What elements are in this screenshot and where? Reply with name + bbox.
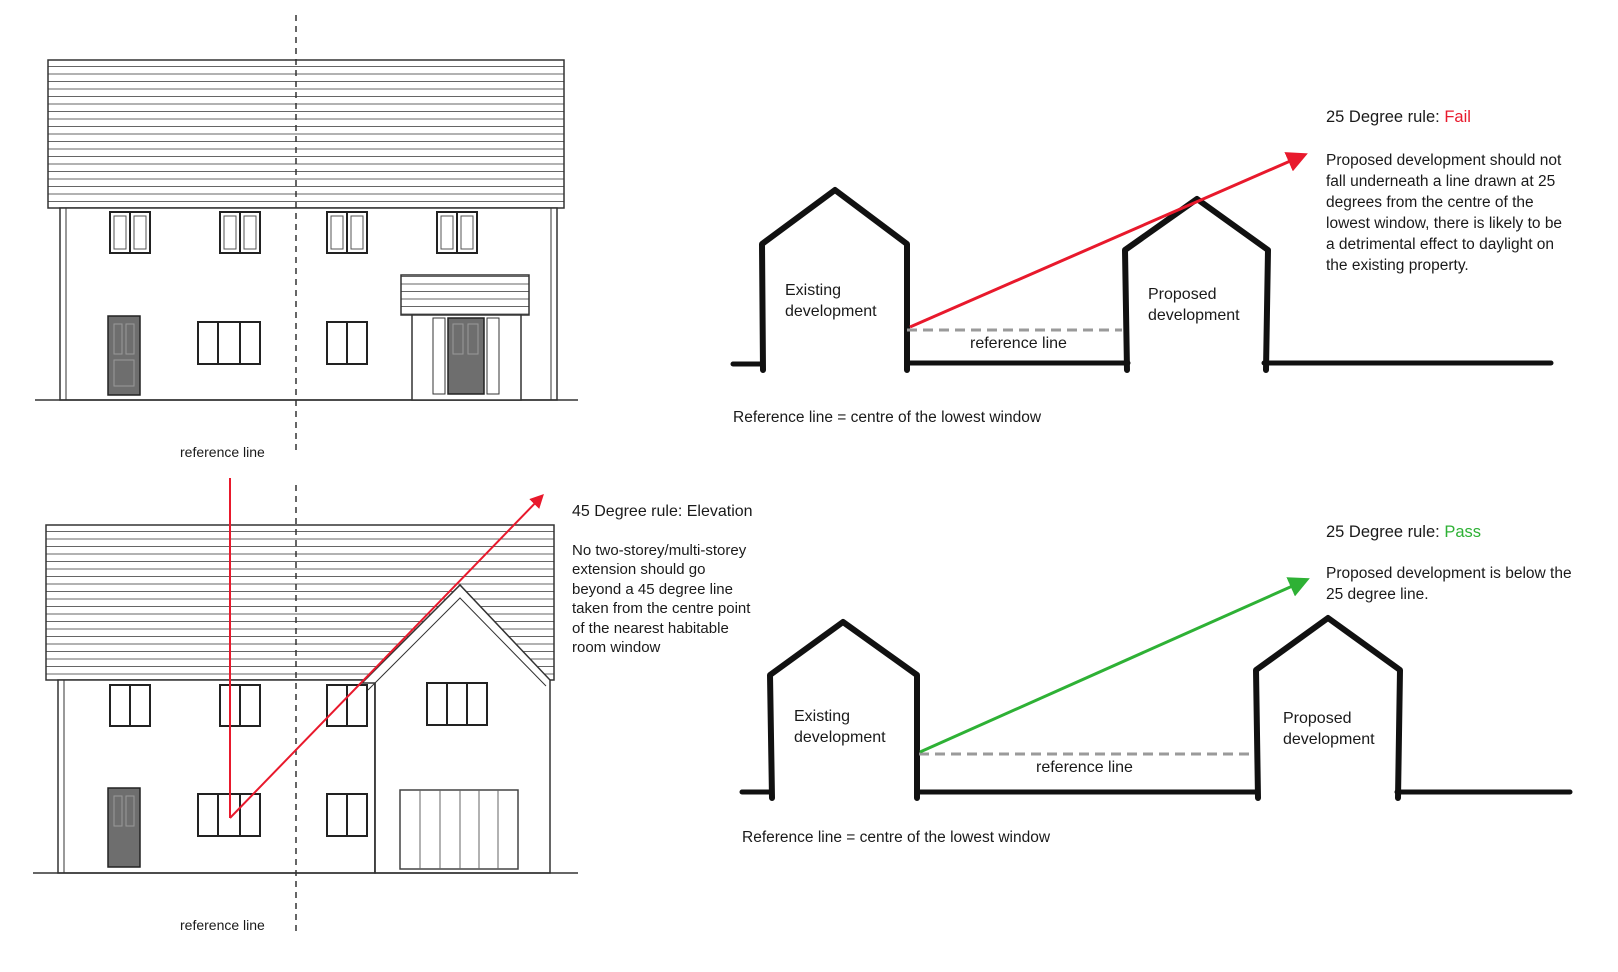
window: [326, 684, 368, 727]
bifold-doors: [399, 789, 519, 870]
existing-house-outline: [767, 619, 920, 801]
door: [107, 787, 141, 868]
rule45-body-line: taken from the centre point: [572, 600, 751, 617]
reference-label-top: reference line: [180, 444, 265, 460]
25-degree-arrow: [909, 152, 1308, 329]
roof: [47, 59, 565, 209]
result-pass: Pass: [1444, 523, 1481, 541]
rule45-body-line: No two-storey/multi-storey: [572, 542, 747, 559]
elevation-bottom: [33, 524, 578, 874]
door: [107, 315, 141, 396]
proposed-label: Proposed development: [1283, 710, 1375, 748]
45-degree-arrow: [229, 493, 544, 819]
rule25-pass-title: 25 Degree rule: Pass: [1326, 523, 1481, 541]
proposed-house-outline: [1122, 196, 1271, 373]
window: [109, 211, 151, 254]
25-degree-arrow: [919, 577, 1310, 754]
rule45-body-line: extension should go: [572, 561, 705, 578]
rule45-body-line: of the nearest habitable: [572, 620, 729, 637]
rule25-fail-body: Proposed development should not fall und…: [1326, 152, 1566, 274]
rule25-pass-diagram: Existing development Proposed developmen…: [739, 577, 1573, 846]
window: [326, 321, 368, 365]
rule25-fail-title: 25 Degree rule: Fail: [1326, 108, 1471, 126]
rule45-body-line: room window: [572, 639, 661, 656]
reference-label: reference line: [1036, 759, 1133, 776]
elevation-top: [35, 59, 578, 401]
window: [326, 793, 368, 837]
reference-label-bottom: reference line: [180, 917, 265, 933]
rule25-fail-diagram: Existing development Proposed developmen…: [730, 152, 1554, 426]
window: [436, 211, 478, 254]
window: [326, 211, 368, 254]
proposed-house-outline: [1253, 615, 1403, 801]
caption: Reference line = centre of the lowest wi…: [733, 409, 1042, 426]
porch: [400, 274, 530, 401]
window: [109, 684, 151, 727]
reference-label: reference line: [970, 335, 1067, 352]
rule45-title: 45 Degree rule: Elevation: [572, 503, 753, 520]
existing-label: Existing development: [794, 708, 886, 746]
window: [197, 321, 261, 365]
rule25-pass-body: Proposed development is below the 25 deg…: [1326, 565, 1576, 603]
window: [426, 682, 488, 726]
existing-house-outline: [759, 187, 910, 373]
rule45-body-line: beyond a 45 degree line: [572, 581, 733, 598]
window: [219, 211, 261, 254]
proposed-label: Proposed development: [1148, 286, 1240, 324]
result-fail: Fail: [1444, 108, 1471, 126]
existing-label: Existing development: [785, 282, 877, 320]
window: [219, 684, 261, 727]
caption: Reference line = centre of the lowest wi…: [742, 829, 1051, 846]
rule45-body: No two-storey/multi-storey extension sho…: [572, 542, 755, 656]
